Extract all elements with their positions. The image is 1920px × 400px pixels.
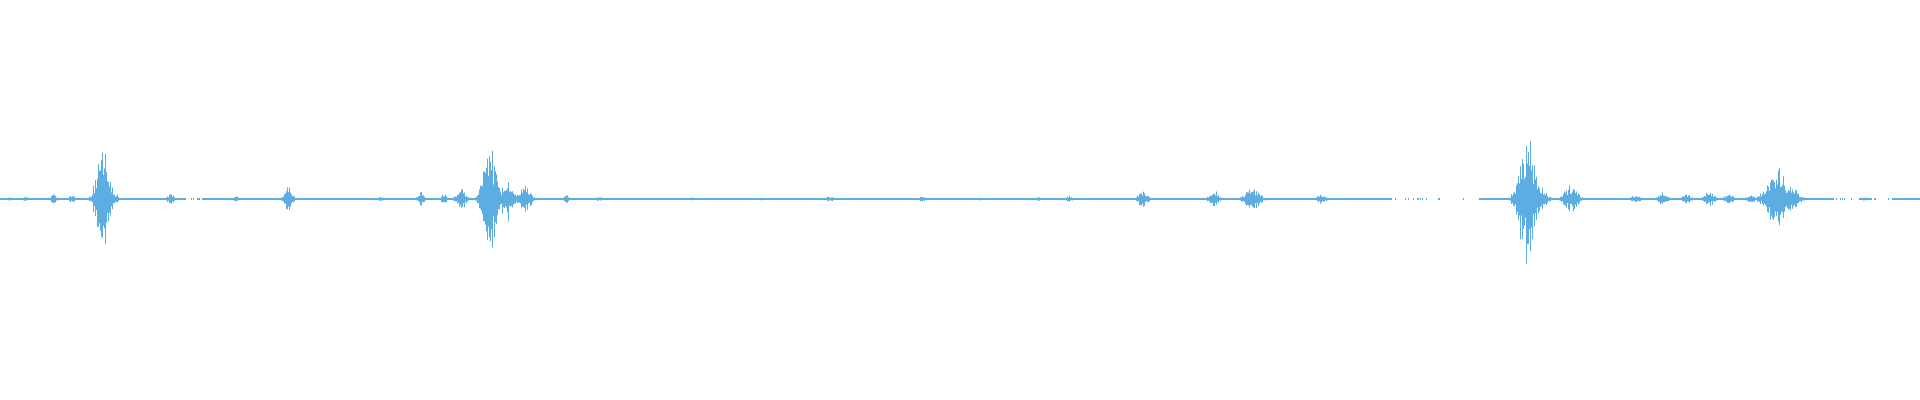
waveform-bars [0,141,1920,265]
